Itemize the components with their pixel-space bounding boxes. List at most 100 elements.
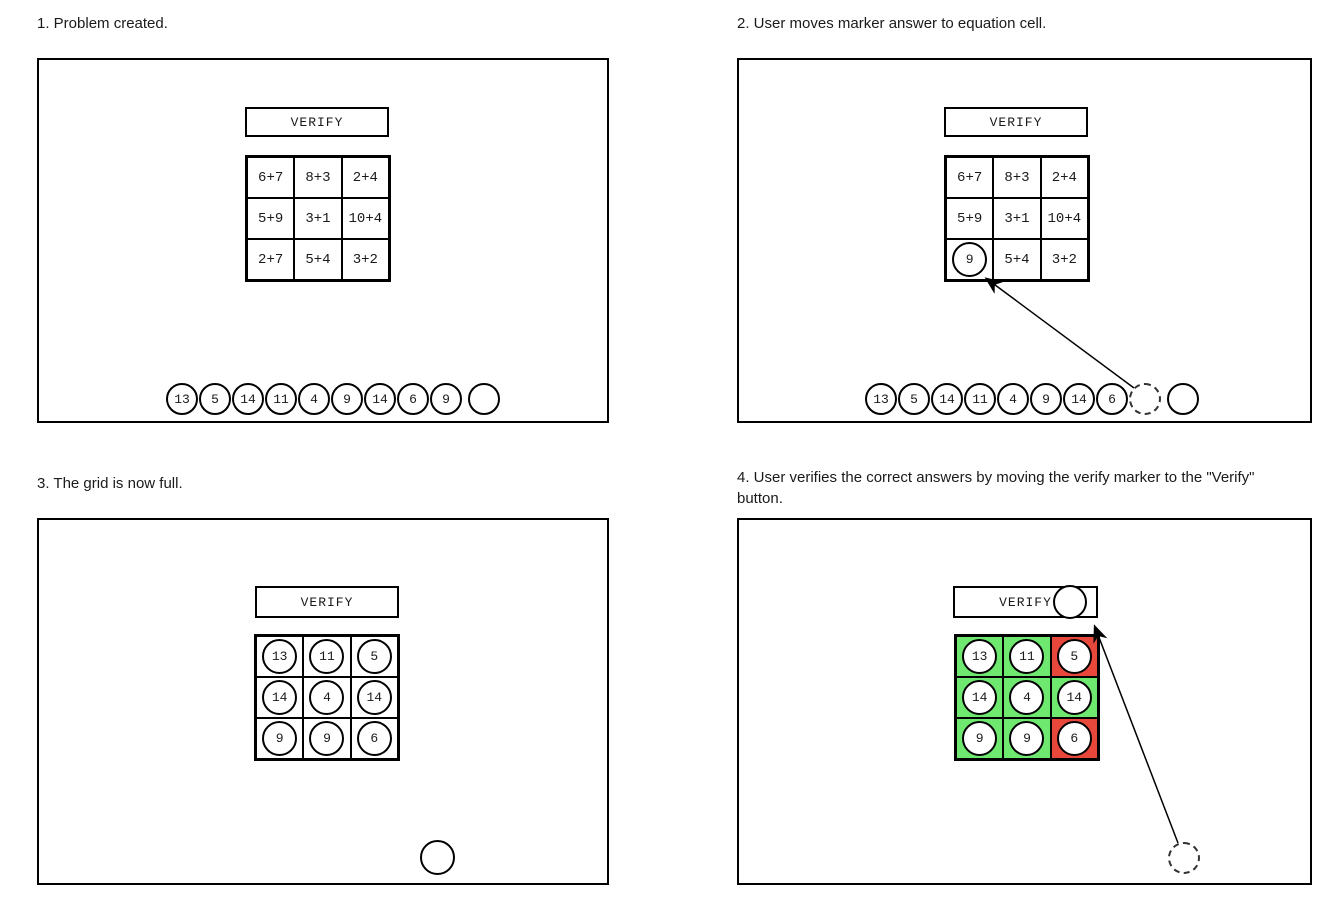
caption: 1. Problem created. — [37, 15, 168, 32]
answer-marker[interactable]: 14 — [931, 383, 963, 415]
answer-marker[interactable]: 5 — [1056, 639, 1092, 674]
grid-cell[interactable]: 4 — [1003, 677, 1051, 718]
equation-label: 5+4 — [1004, 251, 1030, 268]
grid-cell[interactable]: 5 — [1050, 636, 1098, 677]
answer-marker[interactable]: 5 — [356, 639, 392, 674]
answer-marker[interactable]: 9 — [1009, 721, 1045, 756]
grid-cell[interactable]: 8+3 — [294, 157, 342, 198]
equation-label: 6+7 — [957, 169, 983, 186]
answer-marker[interactable]: 5 — [898, 383, 930, 415]
grid-cell[interactable]: 9 — [1003, 718, 1051, 759]
answer-marker[interactable]: 6 — [397, 383, 429, 415]
equation-label: 3+1 — [305, 210, 331, 227]
grid-cell[interactable]: 6 — [350, 718, 398, 759]
equation-label: 5+9 — [258, 210, 284, 227]
answer-marker[interactable]: 11 — [1009, 639, 1045, 674]
equation-label: 3+1 — [1004, 210, 1030, 227]
answer-marker[interactable]: 9 — [430, 383, 462, 415]
answer-marker[interactable]: 14 — [1063, 383, 1095, 415]
caption: 3. The grid is now full. — [37, 475, 183, 492]
answer-marker[interactable]: 11 — [309, 639, 345, 674]
grid-cell[interactable]: 2+4 — [1040, 157, 1088, 198]
verify-button[interactable]: VERIFY — [944, 107, 1088, 137]
answer-marker[interactable]: 13 — [262, 639, 298, 674]
grid-cell[interactable]: 14 — [956, 677, 1004, 718]
grid-cell[interactable]: 14 — [1050, 677, 1098, 718]
caption: 2. User moves marker answer to equation … — [737, 15, 1047, 32]
empty-marker[interactable] — [1167, 383, 1199, 415]
verify-button-label: VERIFY — [999, 594, 1052, 610]
verify-button[interactable]: VERIFY — [255, 586, 399, 618]
marker-slot-dashed — [1129, 383, 1161, 415]
answer-marker[interactable]: 6 — [1056, 721, 1092, 756]
grid-cell[interactable]: 9 — [956, 718, 1004, 759]
grid-cell[interactable]: 8+3 — [993, 157, 1041, 198]
answer-marker[interactable]: 6 — [356, 721, 392, 756]
grid-cell[interactable]: 6+7 — [247, 157, 295, 198]
answer-marker[interactable]: 5 — [199, 383, 231, 415]
answer-marker[interactable]: 14 — [962, 680, 998, 715]
grid-cell[interactable]: 11 — [303, 636, 351, 677]
answer-marker[interactable]: 11 — [265, 383, 297, 415]
grid-cell[interactable]: 9 — [946, 239, 994, 280]
answer-marker[interactable]: 9 — [309, 721, 345, 756]
grid-cell[interactable]: 5+4 — [294, 239, 342, 280]
grid-cell[interactable]: 6 — [1050, 718, 1098, 759]
equation-label: 2+4 — [1051, 169, 1077, 186]
answer-marker[interactable]: 6 — [1096, 383, 1128, 415]
grid-cell[interactable]: 10+4 — [1040, 198, 1088, 239]
grid-cell[interactable]: 10+4 — [341, 198, 389, 239]
grid-cell[interactable]: 9 — [303, 718, 351, 759]
grid-cell[interactable]: 5 — [350, 636, 398, 677]
answer-marker[interactable]: 14 — [1056, 680, 1092, 715]
verify-button[interactable]: VERIFY — [245, 107, 389, 137]
answer-marker[interactable]: 4 — [298, 383, 330, 415]
grid-cell[interactable]: 3+1 — [294, 198, 342, 239]
grid-cell[interactable]: 9 — [256, 718, 304, 759]
answer-marker[interactable]: 13 — [962, 639, 998, 674]
grid-cell[interactable]: 3+2 — [341, 239, 389, 280]
answer-marker[interactable]: 14 — [262, 680, 298, 715]
answer-marker[interactable]: 9 — [952, 242, 988, 277]
grid-cell[interactable]: 13 — [956, 636, 1004, 677]
answer-marker[interactable]: 13 — [865, 383, 897, 415]
answer-marker[interactable]: 9 — [262, 721, 298, 756]
answer-marker[interactable]: 11 — [964, 383, 996, 415]
grid-cell[interactable]: 13 — [256, 636, 304, 677]
equation-label: 8+3 — [305, 169, 331, 186]
grid-cell[interactable]: 14 — [256, 677, 304, 718]
answer-marker[interactable]: 4 — [1009, 680, 1045, 715]
answer-marker[interactable]: 9 — [1030, 383, 1062, 415]
grid-cell[interactable]: 2+4 — [341, 157, 389, 198]
grid-cell[interactable]: 5+9 — [247, 198, 295, 239]
equation-label: 10+4 — [348, 210, 383, 227]
answer-marker[interactable]: 14 — [364, 383, 396, 415]
answer-marker[interactable]: 4 — [309, 680, 345, 715]
grid-cell[interactable]: 14 — [350, 677, 398, 718]
grid-cell[interactable]: 2+7 — [247, 239, 295, 280]
grid-cell[interactable]: 5+9 — [946, 198, 994, 239]
empty-marker[interactable] — [468, 383, 500, 415]
grid-cell[interactable]: 3+1 — [993, 198, 1041, 239]
grid-cell[interactable]: 5+4 — [993, 239, 1041, 280]
answer-marker[interactable]: 13 — [166, 383, 198, 415]
empty-marker[interactable] — [420, 840, 455, 875]
grid-cell[interactable]: 11 — [1003, 636, 1051, 677]
grid-cell[interactable]: 6+7 — [946, 157, 994, 198]
answer-marker[interactable]: 9 — [331, 383, 363, 415]
answer-marker[interactable]: 14 — [232, 383, 264, 415]
verify-marker[interactable] — [1053, 585, 1087, 619]
grid-cell[interactable]: 4 — [303, 677, 351, 718]
answer-marker[interactable]: 14 — [356, 680, 392, 715]
verify-button[interactable]: VERIFY — [953, 585, 1098, 619]
answer-marker[interactable]: 9 — [962, 721, 998, 756]
verify-button-label: VERIFY — [290, 114, 344, 130]
answer-marker[interactable]: 4 — [997, 383, 1029, 415]
grid-cell[interactable]: 3+2 — [1040, 239, 1088, 280]
